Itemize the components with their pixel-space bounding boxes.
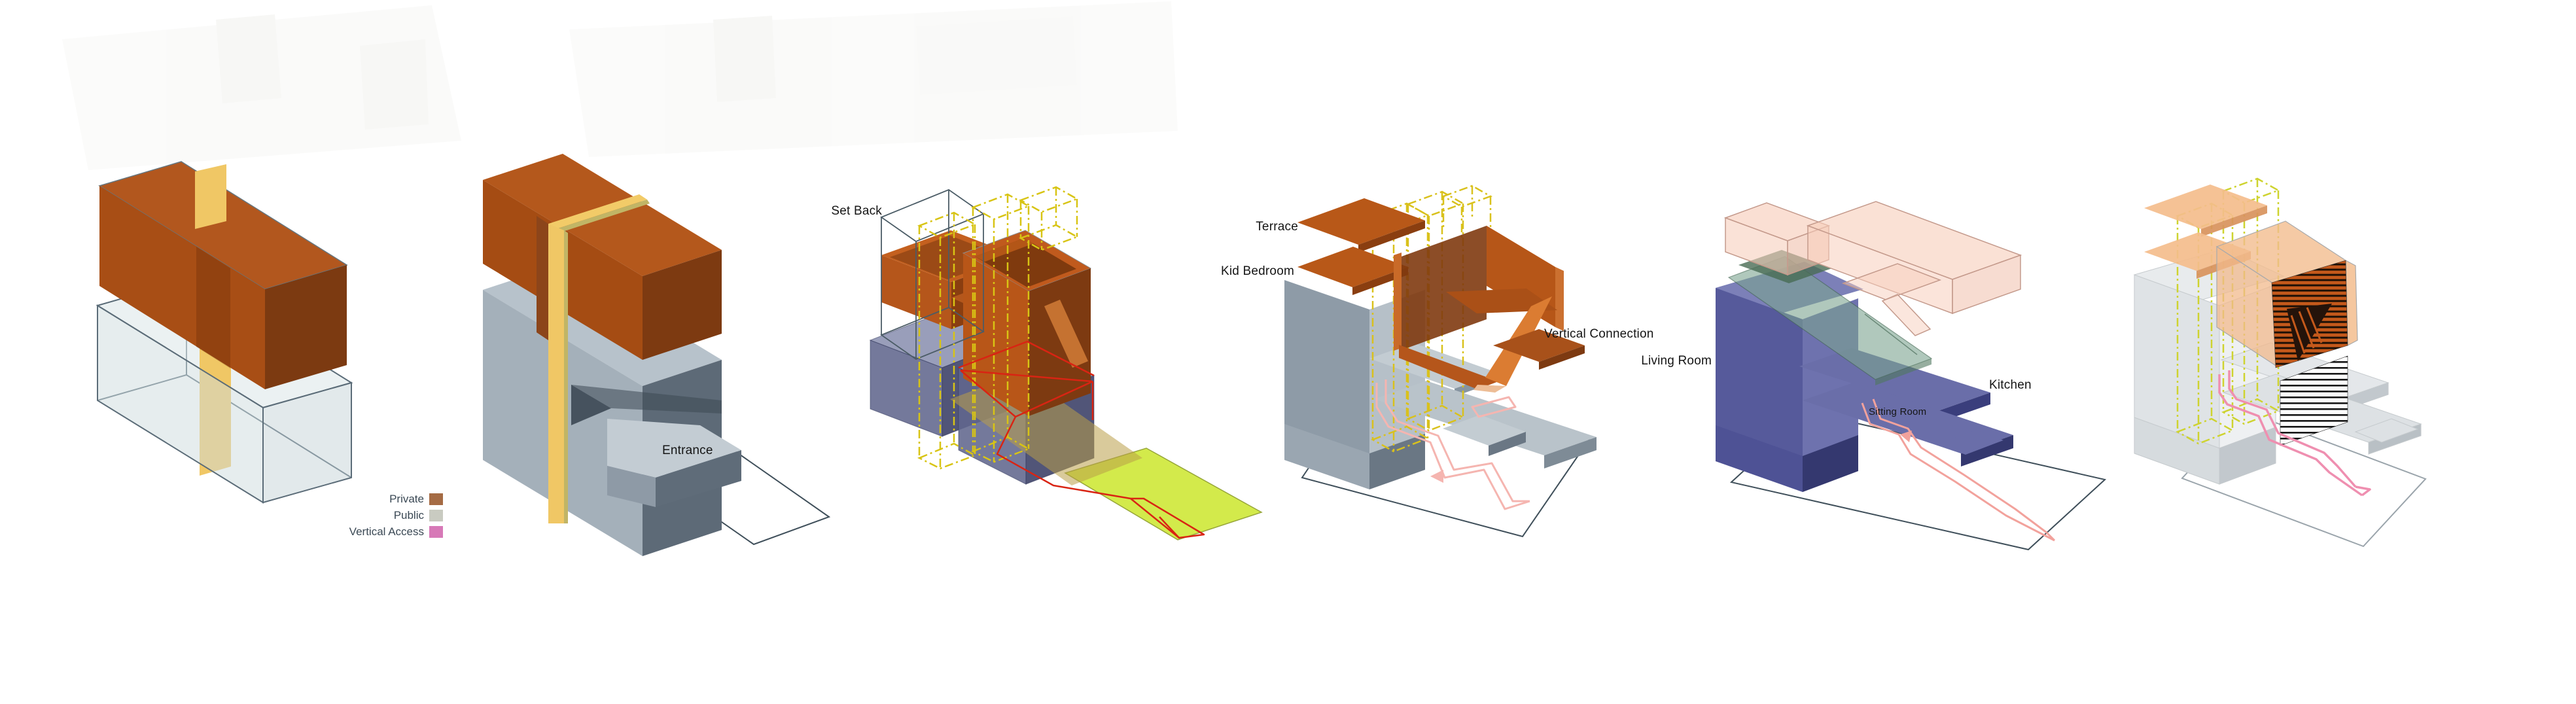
diagram-massing-private-public <box>96 161 353 504</box>
vertical-access-band-edge <box>556 200 650 233</box>
legend-swatch-private <box>429 493 443 505</box>
diagram-final-massing <box>2133 177 2427 548</box>
vertical-access-band-front-edge <box>564 230 568 523</box>
legend-row-private: Private <box>308 491 443 507</box>
louvre-stair-opening <box>2287 304 2332 361</box>
label-set-back: Set Back <box>831 204 882 218</box>
entrance-slab-front <box>656 450 741 507</box>
public-box-right <box>262 381 352 504</box>
circulation-path-red <box>958 340 1205 539</box>
guide-shafts-dashed <box>917 186 1079 470</box>
diagram-interior-program <box>1716 201 2107 551</box>
entrance-notch-band <box>571 385 722 414</box>
circulation-path-pink <box>2218 370 2371 497</box>
private-box-right <box>643 250 722 360</box>
diagram-entrance-carve <box>483 154 831 556</box>
vertical-access-slab-upper <box>195 164 226 229</box>
private-box-front <box>99 186 265 389</box>
label-living-room: Living Room <box>1641 354 1712 368</box>
label-kid-bedroom: Kid Bedroom <box>1220 264 1294 278</box>
diagram-vertical-connection <box>1284 185 1597 538</box>
label-entrance: Entrance <box>662 444 713 457</box>
label-vertical-connection: Vertical Connection <box>1544 327 1654 341</box>
legend-label-vertical-access: Vertical Access <box>349 525 424 538</box>
private-split-shadow <box>537 216 548 340</box>
entrance-notch-shadow <box>571 385 611 425</box>
diagram-set-back <box>869 186 1263 540</box>
setback-wireframe-box <box>880 188 985 361</box>
label-sitting-room: Sitting Room <box>1869 406 1927 417</box>
legend-swatch-public <box>429 509 443 521</box>
entrance-slab-left <box>607 466 656 507</box>
label-kitchen: Kitchen <box>1989 378 2032 392</box>
ghost-private-volumes <box>1723 201 2022 336</box>
private-volume-peach <box>2215 220 2358 368</box>
label-terrace: Terrace <box>1256 220 1298 234</box>
slat-screen-lower <box>2280 355 2348 446</box>
vertical-access-band-top <box>548 194 647 229</box>
ghost-artifacts <box>62 1 1178 170</box>
terrace-slabs-peach <box>2144 185 2267 279</box>
circulation-path-pink <box>1861 398 2056 542</box>
private-room-open-box <box>1394 226 1585 393</box>
legend-swatch-vertical-access <box>429 525 443 538</box>
legend-row-vertical-access: Vertical Access <box>308 523 443 540</box>
legend-label-public: Public <box>393 508 424 521</box>
interior-stair <box>1044 300 1088 368</box>
entrance-slab-top <box>607 419 741 478</box>
legend-label-private: Private <box>389 492 424 505</box>
legend-row-public: Public <box>308 507 443 523</box>
legend: Private Public Vertical Access <box>308 491 443 540</box>
circulation-path-pink <box>1375 379 1530 510</box>
slab-shadow-through-private <box>196 247 230 368</box>
vertical-access-band-front <box>548 224 564 523</box>
private-box-right <box>265 265 347 389</box>
